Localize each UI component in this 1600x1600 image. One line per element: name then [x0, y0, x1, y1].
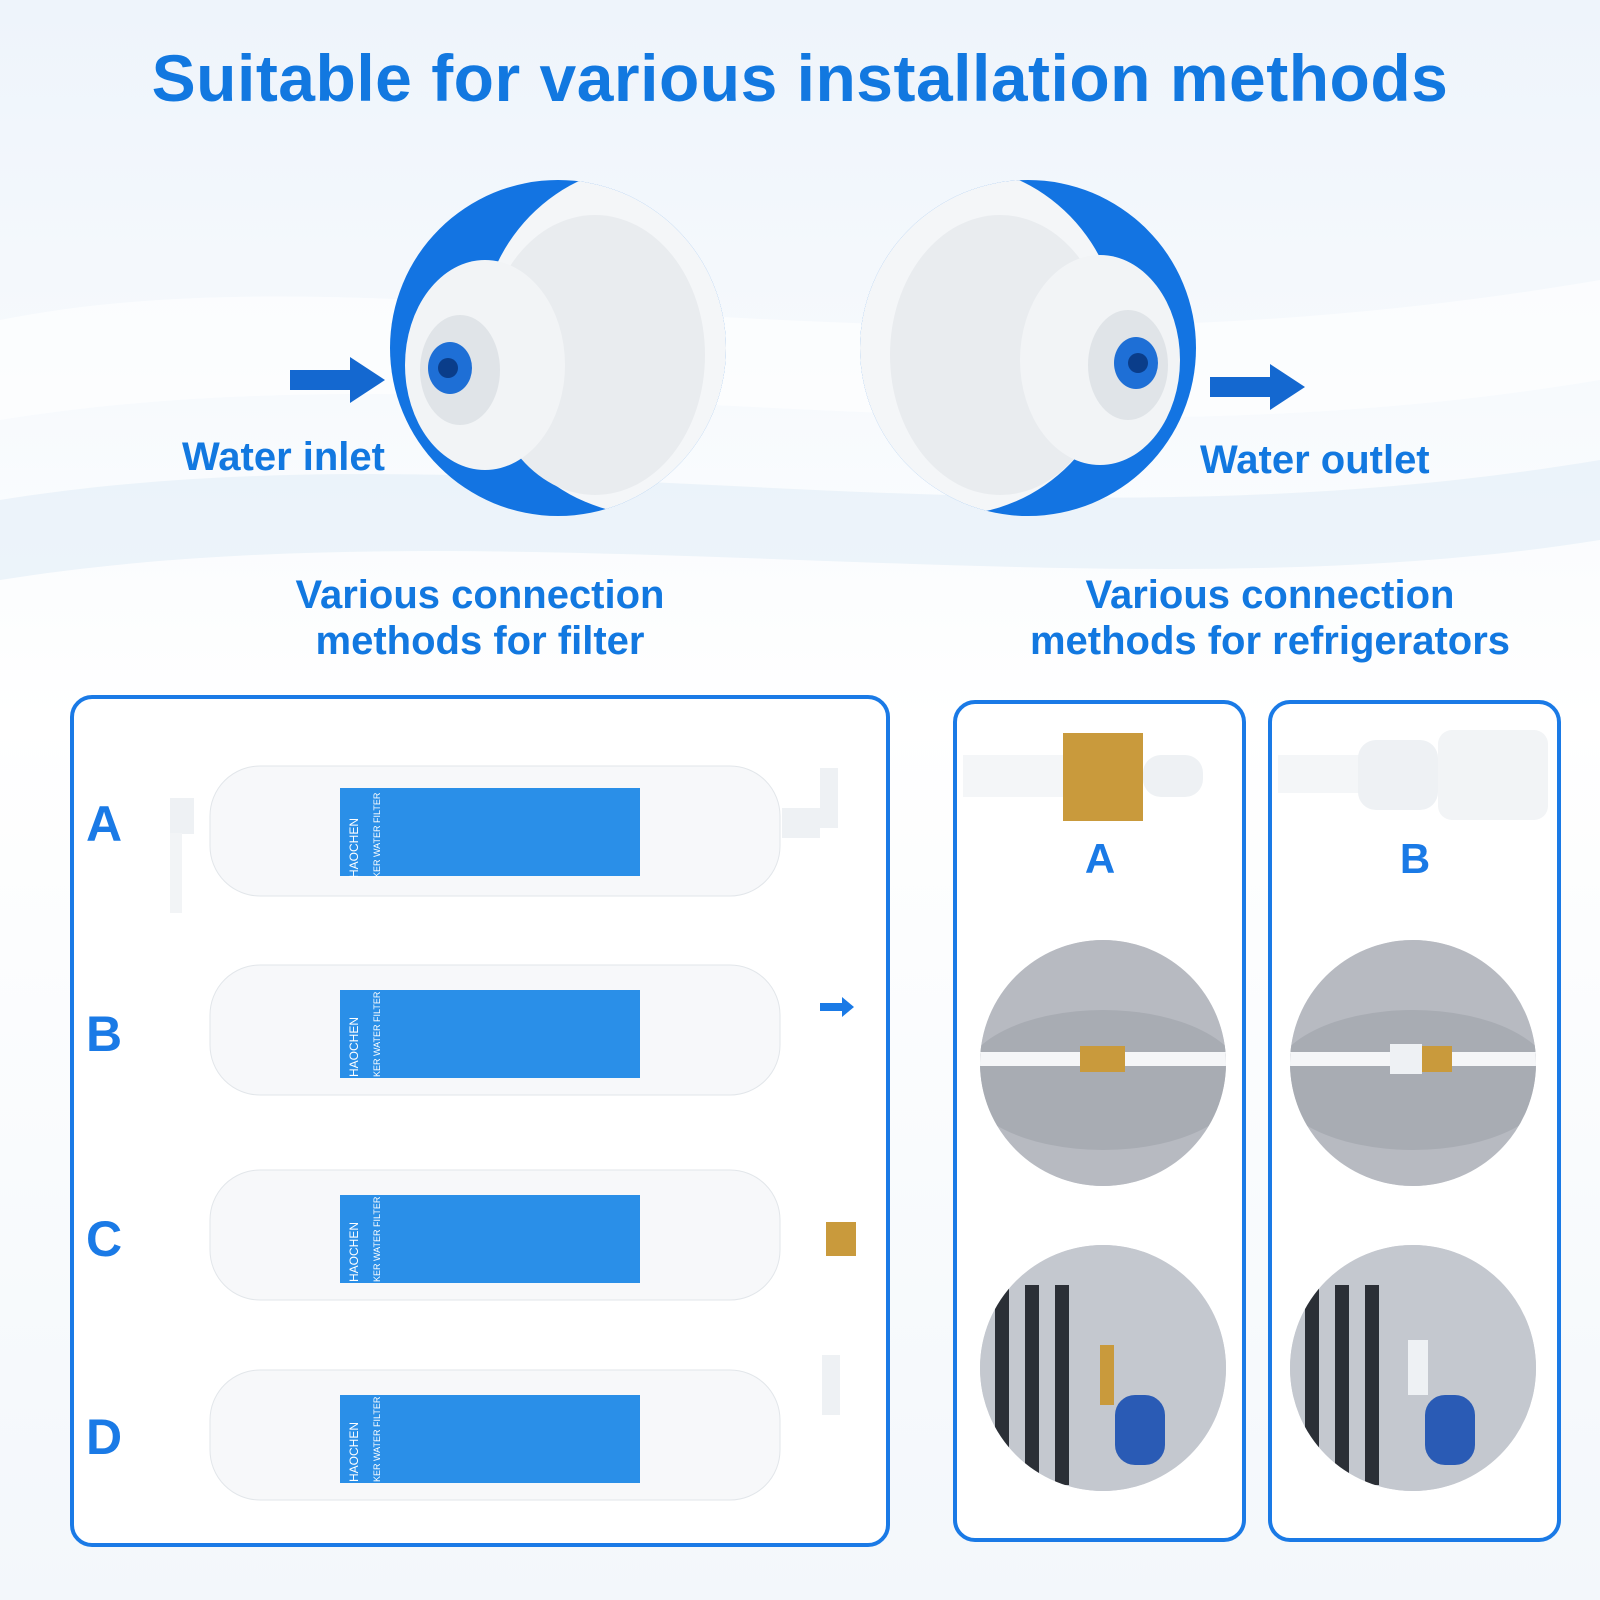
- fridge-method-letter-a: A: [1084, 835, 1116, 882]
- filter-section-title-line2: methods for filter: [315, 619, 645, 663]
- inlet-arrow-icon: [290, 357, 385, 403]
- filter-d-label-title: KER WATER FILTER: [372, 1396, 382, 1482]
- filter-inlet-cap-image: [405, 180, 726, 515]
- filter-row-letter-a: A: [86, 796, 123, 852]
- filter-section-title-line1: Various connection: [295, 573, 665, 617]
- filter-a-image: HAOCHEN KER WATER FILTER: [160, 765, 838, 913]
- quick-connect-fitting-image: [1278, 730, 1548, 820]
- filter-b-image: HAOCHEN KER WATER FILTER: [130, 964, 854, 1096]
- fridge-section-title: Various connection methods for refrigera…: [980, 572, 1560, 664]
- filter-row-b: HAOCHEN KER WATER FILTER: [130, 955, 870, 1120]
- inlet-closeup: [390, 180, 726, 516]
- fridge-b-connection-photo: [1290, 940, 1536, 1186]
- fridge-a-valve-photo: [980, 1245, 1226, 1491]
- filter-row-letter-b: B: [86, 1006, 123, 1062]
- brass-compression-fitting-image: [963, 733, 1203, 821]
- fridge-section-title-line2: methods for refrigerators: [1029, 619, 1511, 663]
- fridge-a-connection-photo: [980, 940, 1226, 1186]
- filter-row-a: HAOCHEN KER WATER FILTER: [160, 748, 870, 928]
- filter-c-brand: HAOCHEN: [347, 1222, 361, 1282]
- filter-section-title: Various connection methods for filter: [230, 572, 730, 664]
- water-outlet-label: Water outlet: [1200, 438, 1430, 482]
- filter-d-brand: HAOCHEN: [347, 1422, 361, 1482]
- filter-outlet-cap-image: [860, 180, 1180, 515]
- fridge-b-valve-photo: [1290, 1245, 1536, 1491]
- filter-b-brand: HAOCHEN: [347, 1017, 361, 1077]
- filter-c-label-title: KER WATER FILTER: [372, 1196, 382, 1282]
- filter-a-label-title: KER WATER FILTER: [372, 792, 382, 878]
- filter-row-c: HAOCHEN KER WATER FILTER: [134, 1160, 870, 1325]
- filter-row-letter-c: C: [86, 1211, 123, 1267]
- background-waves: [0, 280, 1600, 580]
- filter-row-letter-d: D: [86, 1409, 123, 1465]
- filter-b-label-title: KER WATER FILTER: [372, 991, 382, 1077]
- page-title: Suitable for various installation method…: [151, 41, 1449, 115]
- fridge-section-title-line1: Various connection: [1085, 573, 1455, 617]
- water-inlet-label: Water inlet: [182, 435, 385, 479]
- filter-c-image: HAOCHEN KER WATER FILTER: [134, 1169, 856, 1301]
- outlet-closeup: [860, 180, 1196, 516]
- filter-a-brand: HAOCHEN: [347, 818, 361, 878]
- filter-d-image: HAOCHEN KER WATER FILTER: [134, 1325, 840, 1501]
- fridge-method-letter-b: B: [1399, 835, 1431, 882]
- filter-row-d: HAOCHEN KER WATER FILTER: [134, 1325, 870, 1525]
- outlet-arrow-icon: [1210, 364, 1305, 410]
